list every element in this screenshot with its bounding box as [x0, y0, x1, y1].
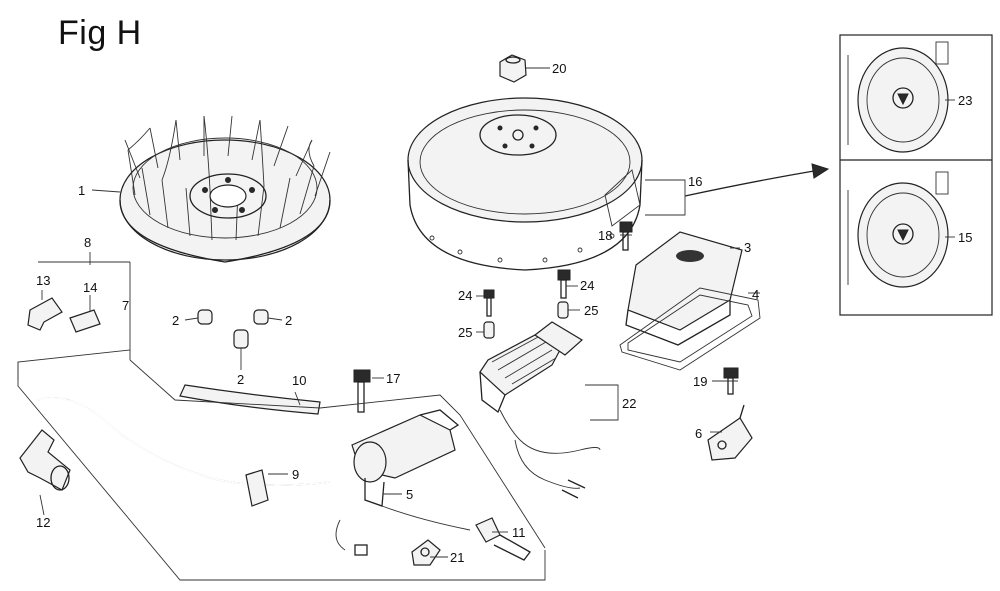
callout-22: 22 [622, 396, 636, 411]
leader-lines [39, 67, 955, 558]
callout-2-a: 2 [172, 313, 179, 328]
callout-2-b: 2 [285, 313, 292, 328]
callout-14: 14 [83, 280, 97, 295]
flywheel-nut [499, 54, 527, 83]
grommet-2-c [233, 329, 249, 349]
callout-8: 8 [84, 235, 91, 250]
callout-25-b: 25 [584, 303, 598, 318]
cooling-fan [119, 115, 331, 263]
callout-3: 3 [744, 240, 751, 255]
callout-7: 7 [122, 298, 129, 313]
callout-24-a: 24 [458, 288, 472, 303]
spark-plug-cap [19, 429, 71, 491]
callout-25-a: 25 [458, 325, 472, 340]
ignition-coil [335, 409, 471, 556]
callout-1: 1 [78, 183, 85, 198]
callout-21: 21 [450, 550, 464, 565]
high-tension-cord [37, 397, 331, 507]
callout-13: 13 [36, 273, 50, 288]
spacer-25-b [557, 301, 569, 319]
cover-gasket [619, 287, 761, 371]
bolt-24-a [483, 289, 495, 317]
ignition-cover [625, 231, 743, 346]
exciter-coil [479, 321, 601, 499]
elbow-connector [27, 297, 63, 331]
flywheel [407, 97, 643, 271]
callout-24-b: 24 [580, 278, 594, 293]
callout-4: 4 [752, 287, 759, 302]
spacer-25-a [483, 321, 495, 339]
callout-9: 9 [292, 467, 299, 482]
callout-17: 17 [386, 371, 400, 386]
bolt-24-b [557, 269, 571, 299]
grommet-2-b [253, 309, 269, 325]
bolt-18 [619, 221, 633, 251]
grommet-2-a [197, 309, 213, 325]
callout-18: 18 [598, 228, 612, 243]
wire-terminal [475, 517, 531, 561]
flywheel-type-15 [847, 171, 949, 288]
callout-20: 20 [552, 61, 566, 76]
group-outline [17, 261, 546, 581]
callout-5: 5 [406, 487, 413, 502]
callout-16: 16 [688, 174, 702, 189]
stop-switch [707, 404, 753, 461]
arrow-to-inset [684, 163, 830, 197]
callout-10: 10 [292, 373, 306, 388]
callout-15: 15 [958, 230, 972, 245]
callout-19: 19 [693, 374, 707, 389]
callout-11: 11 [512, 525, 526, 540]
callout-2-c: 2 [237, 372, 244, 387]
protector-tube [179, 384, 321, 415]
callout-12: 12 [36, 515, 50, 530]
clamp-21 [411, 539, 441, 566]
wire-clip [69, 309, 101, 333]
bolt-19 [723, 367, 739, 395]
bolt-17 [353, 369, 371, 413]
callout-23: 23 [958, 93, 972, 108]
figure-title: Fig H [58, 14, 142, 52]
callout-6: 6 [695, 426, 702, 441]
